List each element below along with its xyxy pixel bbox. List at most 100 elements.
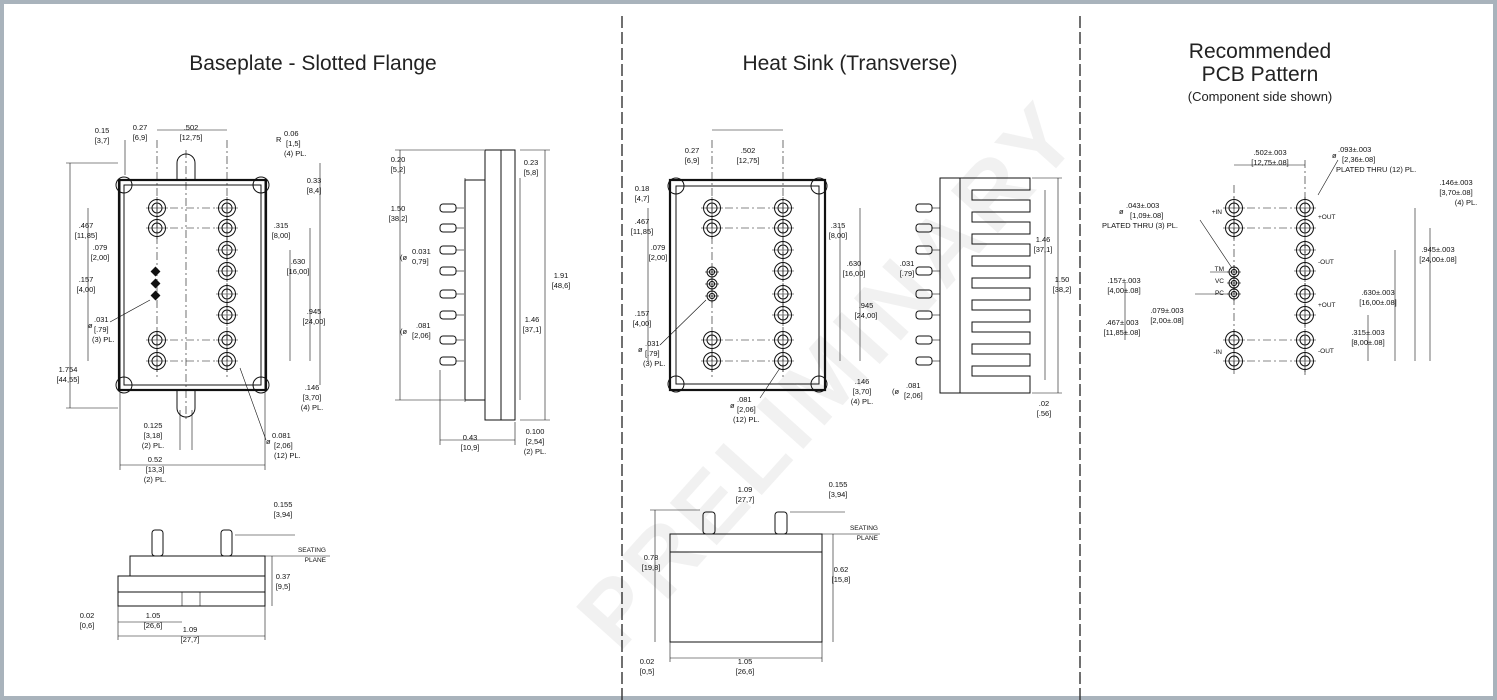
svg-text:ø: ø xyxy=(88,321,93,330)
dim-081: 0.081 xyxy=(272,431,291,440)
side-dim-191-mm: [48,6] xyxy=(552,281,571,290)
pcb-dim-502: .502±.003 xyxy=(1253,148,1286,157)
pin-pc: PC xyxy=(1215,290,1224,297)
dim-015: 0.15 xyxy=(95,126,110,135)
pcb-dim-467-mm: [11,85±.08] xyxy=(1104,328,1141,337)
pcb-title-line1: Recommended xyxy=(1189,40,1331,63)
dim-r006-mm: [1,5] xyxy=(286,139,301,148)
hs-dim-081a: .081 xyxy=(737,395,752,404)
end-dim-105-mm: [26,6] xyxy=(144,621,163,630)
side-dim-023-mm: [5,8] xyxy=(524,168,539,177)
dim-146: .146 xyxy=(305,383,320,392)
hs-end-dim-062: 0.62 xyxy=(834,565,849,574)
side-dim-081-mm: [2,06] xyxy=(412,331,431,340)
dim-027-mm: [6,9] xyxy=(133,133,148,142)
hs-end-dim-109: 1.09 xyxy=(738,485,753,494)
dim-031: .031 xyxy=(94,315,109,324)
pcb-dim-093: .093±.003 xyxy=(1338,145,1371,154)
pin-out-1: +OUT xyxy=(1318,214,1336,221)
dim-315: .315 xyxy=(274,221,289,230)
pcb-dim-146: .146±.003 xyxy=(1439,178,1472,187)
hs-dim-630-mm: [16,00] xyxy=(843,269,866,278)
dim-031-mm: [.79] xyxy=(94,325,109,334)
end-dim-105: 1.05 xyxy=(146,611,161,620)
hs-dim-146-qty: (4) PL. xyxy=(851,397,874,406)
pcb-dim-157: .157±.003 xyxy=(1107,276,1140,285)
pcb-dim-630: .630±.003 xyxy=(1361,288,1394,297)
dim-r006: 0.06 xyxy=(284,129,299,138)
dim-079-mm: [2,00] xyxy=(91,253,110,262)
svg-text:R: R xyxy=(276,135,282,144)
hs-dim-079-mm: [2,00] xyxy=(649,253,668,262)
dim-315-mm: [8,00] xyxy=(272,231,291,240)
svg-text:(ø: (ø xyxy=(400,327,407,336)
dim-052-qty: (2) PL. xyxy=(144,475,167,484)
side-dim-150-mm: [38,2] xyxy=(389,214,408,223)
hs-side-dim-002-mm: [.56] xyxy=(1037,409,1052,418)
hs-dim-315-mm: [8,00] xyxy=(829,231,848,240)
end-seating-label: SEATING xyxy=(298,547,326,554)
heatsink-side-view: .031 [.79] 1.46 [37,1] 1.50 [38,2] (ø .0… xyxy=(892,177,1072,418)
side-dim-0031: 0.031 xyxy=(412,247,431,256)
svg-text:ø: ø xyxy=(638,345,643,354)
hs-end-dim-109-mm: [27,7] xyxy=(736,495,755,504)
hs-side-dim-150-mm: [38,2] xyxy=(1053,285,1072,294)
hs-side-dim-081: .081 xyxy=(906,381,921,390)
end-dim-0155: 0.155 xyxy=(274,500,293,509)
pin-out-3: +OUT xyxy=(1318,302,1336,309)
dim-157-mm: [4,00] xyxy=(77,285,96,294)
dim-467-mm: [11,85] xyxy=(75,231,97,240)
heatsink-top-view: 0.27 [6,9] .502 [12,75] 0.18 [4,7] .467 … xyxy=(631,129,878,424)
hs-dim-079: .079 xyxy=(651,243,666,252)
hs-dim-945-mm: [24,00] xyxy=(855,311,878,320)
pcb-dim-043: .043±.003 xyxy=(1126,201,1159,210)
hs-end-dim-0155-mm: [3,94] xyxy=(829,490,848,499)
hs-end-dim-078-mm: [19,8] xyxy=(642,563,661,572)
hs-dim-945: .945 xyxy=(859,301,874,310)
pin-in-plus: +IN xyxy=(1212,209,1223,216)
baseplate-panel: Baseplate - Slotted Flange xyxy=(57,52,571,644)
hs-dim-031-qty: (3) PL. xyxy=(643,359,666,368)
side-dim-146: 1.46 xyxy=(525,315,540,324)
pcb-dim-467: .467±.003 xyxy=(1105,318,1138,327)
hs-side-dim-031-mm: [.79] xyxy=(900,269,915,278)
end-dim-002: 0.02 xyxy=(80,611,95,620)
svg-text:ø: ø xyxy=(266,437,271,446)
hs-end-dim-0155: 0.155 xyxy=(829,480,848,489)
side-dim-081: .081 xyxy=(416,321,431,330)
pcb-dim-079: .079±.003 xyxy=(1150,306,1183,315)
hs-end-dim-002-mm: [0,5] xyxy=(640,667,655,676)
dim-157: .157 xyxy=(79,275,94,284)
svg-text:ø: ø xyxy=(1332,151,1337,160)
hs-side-dim-031: .031 xyxy=(900,259,915,268)
hs-dim-467: .467 xyxy=(635,217,650,226)
hs-end-dim-062-mm: [15,8] xyxy=(832,575,851,584)
end-dim-0155-mm: [3,94] xyxy=(274,510,293,519)
hs-side-dim-146-mm: [37,1] xyxy=(1034,245,1053,254)
dim-945-mm: [24,00] xyxy=(303,317,326,326)
end-dim-002-mm: [0,6] xyxy=(80,621,95,630)
side-dim-191: 1.91 xyxy=(554,271,569,280)
hs-dim-031: .031 xyxy=(645,339,660,348)
pcb-dim-093-mm: [2,36±.08] xyxy=(1342,155,1375,164)
hs-end-plane-label: PLANE xyxy=(857,535,879,542)
hs-dim-081a-qty: (12) PL. xyxy=(733,415,760,424)
hs-end-dim-002: 0.02 xyxy=(640,657,655,666)
pcb-dim-315: .315±.003 xyxy=(1351,328,1384,337)
baseplate-top-view: 0.15 [3,7] 0.27 [6,9] .502 [12,75] R 0.0… xyxy=(57,123,326,484)
hs-side-dim-081-mm: [2,06] xyxy=(904,391,923,400)
pcb-dim-146-qty: (4) PL. xyxy=(1455,198,1478,207)
svg-text:ø: ø xyxy=(730,401,735,410)
hs-side-dim-146: 1.46 xyxy=(1036,235,1051,244)
dim-0125-qty: (2) PL. xyxy=(142,441,165,450)
hs-dim-146-mm: [3,70] xyxy=(853,387,872,396)
hs-side-dim-150: 1.50 xyxy=(1055,275,1070,284)
side-dim-150: 1.50 xyxy=(391,204,406,213)
pcb-dim-630-mm: [16,00±.08] xyxy=(1359,298,1396,307)
dim-0125-mm: [3,18] xyxy=(144,431,163,440)
end-dim-037: 0.37 xyxy=(276,572,291,581)
end-dim-037-mm: [9,5] xyxy=(276,582,291,591)
hs-end-dim-105-mm: [26,6] xyxy=(736,667,755,676)
baseplate-title: Baseplate - Slotted Flange xyxy=(189,52,437,75)
hs-dim-081a-mm: [2,06] xyxy=(737,405,756,414)
